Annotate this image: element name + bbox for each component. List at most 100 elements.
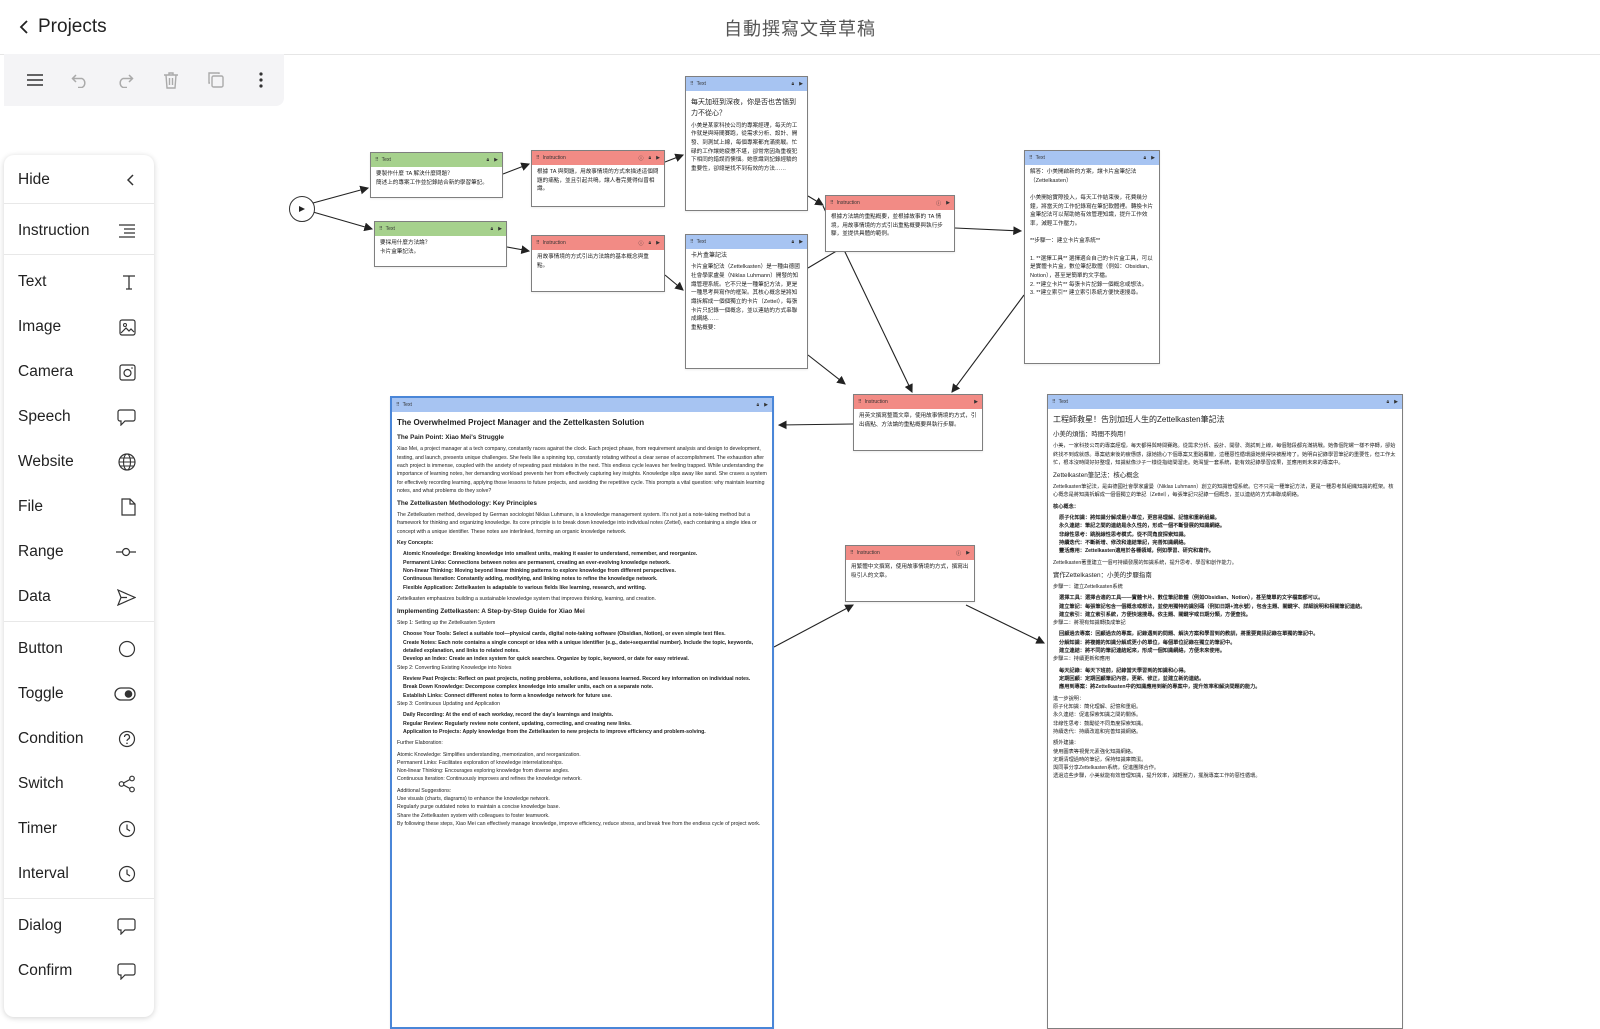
palette-condition[interactable]: Condition: [4, 721, 154, 757]
step-heading: Step 1: Setting up the Zettelkasten Syst…: [397, 620, 496, 627]
palette-toggle[interactable]: Toggle: [4, 676, 154, 712]
info-icon[interactable]: ⓘ: [956, 550, 962, 557]
drag-handle-icon[interactable]: ⠿: [375, 157, 379, 163]
palette-file[interactable]: File: [4, 489, 154, 525]
palette-interval[interactable]: Interval: [4, 856, 154, 892]
run-icon[interactable]: ▶: [966, 550, 970, 556]
circle-icon: [118, 640, 136, 658]
info-icon[interactable]: ⓘ: [638, 155, 644, 162]
list-item: Non-linear Thinking: Moving beyond linea…: [403, 567, 676, 574]
lock-icon[interactable]: 🔒︎: [791, 81, 795, 87]
drag-handle-icon[interactable]: ⠿: [536, 155, 540, 161]
run-icon[interactable]: ▶: [656, 240, 660, 246]
run-icon[interactable]: ▶: [498, 226, 502, 232]
edge-doc-en-instr-e: [773, 604, 854, 648]
palette-data[interactable]: Data: [4, 579, 154, 615]
lock-icon[interactable]: 🔒︎: [1386, 399, 1390, 405]
palette-image[interactable]: Image: [4, 309, 154, 345]
drag-handle-icon[interactable]: ⠿: [690, 239, 694, 245]
drag-handle-icon[interactable]: ⠿: [690, 81, 694, 87]
more-options-button[interactable]: [239, 60, 284, 100]
lock-icon[interactable]: 🔒︎: [648, 240, 652, 246]
text-node-english-article-output[interactable]: ⠿Text 🔒︎▶ The Overwhelmed Project Manage…: [390, 396, 774, 1029]
text-node-method-summary[interactable]: ⠿Text 🔒︎▶ 卡片盒筆記法卡片盒筆記法（Zettelkasten）是一種由…: [685, 234, 808, 369]
palette-item-label: Condition: [18, 730, 84, 747]
palette-timer[interactable]: Timer: [4, 811, 154, 847]
node-content[interactable]: 要採用什麼方法論？ 卡片盒筆記法。: [380, 240, 431, 255]
info-icon[interactable]: ⓘ: [638, 240, 644, 247]
palette-confirm[interactable]: Confirm: [4, 953, 154, 989]
palette-instruction[interactable]: Instruction: [4, 213, 154, 249]
node-content[interactable]: 卡片盒筆記法卡片盒筆記法（Zettelkasten）是一種由德國社會學家盧曼（N…: [686, 249, 807, 336]
duplicate-button[interactable]: [193, 60, 238, 100]
palette-switch[interactable]: Switch: [4, 766, 154, 802]
delete-button[interactable]: [148, 60, 193, 100]
palette-camera[interactable]: Camera: [4, 354, 154, 390]
run-icon[interactable]: ▶: [946, 200, 950, 206]
drag-handle-icon[interactable]: ⠿: [850, 550, 854, 556]
instruction-node-chinese-article[interactable]: ⠿Instruction ⓘ▶ 用繁體中文撰寫，使用故事情境的方式，撰寫出吸引人…: [845, 545, 975, 602]
node-content[interactable]: 用故事情境的方式引出方法論的基本概念與重點。: [537, 254, 649, 269]
run-icon[interactable]: ▶: [974, 399, 978, 405]
drag-handle-icon[interactable]: ⠿: [396, 402, 400, 408]
node-type-label: Text: [1058, 399, 1068, 405]
node-content[interactable]: 每天加班到深夜，你是否也苦惱到力不從心？小美是某家科技公司的專案經理，每天的工作…: [686, 91, 807, 177]
top-bar: Projects 自動撰寫文章草稿: [0, 0, 1600, 55]
drag-handle-icon[interactable]: ⠿: [1052, 399, 1056, 405]
palette-range[interactable]: Range: [4, 534, 154, 570]
text-node-problem[interactable]: ⠿Text 🔒︎▶ 要製作什麼 TA 解決什麼問題？ 簡述上的專案工作並記錄結合…: [370, 152, 503, 198]
redo-button[interactable]: [103, 60, 148, 100]
node-content[interactable]: 用英文撰寫整篇文章，使用故事情境的方式，引出痛點、方法論的重點概要與執行步驟。: [859, 413, 977, 428]
palette-speech[interactable]: Speech: [4, 399, 154, 435]
article-content[interactable]: 工程師救星！告別加班人生的Zettelkasten筆記法 小美的煩惱：時間不夠用…: [1048, 409, 1402, 787]
run-icon[interactable]: ▶: [1151, 155, 1155, 161]
node-content[interactable]: 根據方法論的重點概要，並根據故事的 TA 情境，用故事情境的方式引出重點概要與執…: [831, 214, 943, 238]
lock-icon[interactable]: 🔒︎: [490, 226, 494, 232]
lock-icon[interactable]: 🔒︎: [756, 402, 760, 408]
drag-handle-icon[interactable]: ⠿: [379, 226, 383, 232]
palette-dialog[interactable]: Dialog: [4, 908, 154, 944]
lock-icon[interactable]: 🔒︎: [1143, 155, 1147, 161]
article-title: 工程師救星！告別加班人生的Zettelkasten筆記法: [1053, 415, 1225, 424]
drag-handle-icon[interactable]: ⠿: [1029, 155, 1033, 161]
undo-button[interactable]: [57, 60, 102, 100]
palette-text[interactable]: Text: [4, 264, 154, 300]
node-content[interactable]: 用繁體中文撰寫，使用故事情境的方式，撰寫出吸引人的文章。: [851, 564, 969, 579]
instruction-node-concept[interactable]: ⠿Instruction ⓘ🔒︎▶ 用故事情境的方式引出方法論的基本概念與重點。: [531, 235, 665, 292]
node-content[interactable]: 解答：小美開啟新的方案，讓卡片盒筆記法（Zettelkasten） 小美開始實際…: [1030, 169, 1154, 297]
palette-item-label: Switch: [18, 775, 64, 792]
lock-icon[interactable]: 🔒︎: [791, 239, 795, 245]
node-content[interactable]: 要製作什麼 TA 解決什麼問題？ 簡述上的專案工作並記錄結合新的學習筆記。: [376, 171, 488, 186]
text-node-method[interactable]: ⠿Text 🔒︎▶ 要採用什麼方法論？ 卡片盒筆記法。: [374, 221, 507, 267]
section-paragraph: The Zettelkasten method, developed by Ge…: [397, 512, 757, 535]
run-icon[interactable]: ▶: [1394, 399, 1398, 405]
instruction-node-steps[interactable]: ⠿Instruction ⓘ▶ 根據方法論的重點概要，並根據故事的 TA 情境，…: [825, 195, 955, 252]
menu-button[interactable]: [12, 60, 57, 100]
lock-icon[interactable]: 🔒︎: [648, 155, 652, 161]
text-node-story[interactable]: ⠿Text 🔒︎▶ 每天加班到深夜，你是否也苦惱到力不從心？小美是某家科技公司的…: [685, 76, 808, 211]
drag-handle-icon[interactable]: ⠿: [858, 399, 862, 405]
text-node-chinese-article-output[interactable]: ⠿Text 🔒︎ ▶ 工程師救星！告別加班人生的Zettelkasten筆記法 小…: [1047, 394, 1403, 1029]
lock-icon[interactable]: 🔒︎: [486, 157, 490, 163]
instruction-node-pain-point[interactable]: ⠿Instruction ⓘ🔒︎▶ 根據 TA 與問題，用故事情境的方式來描述這…: [531, 150, 665, 207]
run-icon[interactable]: ▶: [764, 402, 768, 408]
node-content[interactable]: 根據 TA 與問題，用故事情境的方式來描述這個問題的痛點，並且引起共鳴，讓人看完…: [537, 169, 659, 193]
article-content[interactable]: The Overwhelmed Project Manager and the …: [392, 412, 772, 834]
run-icon[interactable]: ▶: [799, 81, 803, 87]
palette-website[interactable]: Website: [4, 444, 154, 480]
info-icon[interactable]: ⓘ: [936, 200, 942, 207]
text-node-steps-output[interactable]: ⠿Text 🔒︎▶ 解答：小美開啟新的方案，讓卡片盒筆記法（Zettelkast…: [1024, 150, 1160, 364]
run-icon[interactable]: ▶: [656, 155, 660, 161]
palette-button[interactable]: Button: [4, 631, 154, 667]
list-item: Develop an Index: Create an index system…: [403, 656, 689, 663]
drag-handle-icon[interactable]: ⠿: [830, 200, 834, 206]
drag-handle-icon[interactable]: ⠿: [536, 240, 540, 246]
run-icon[interactable]: ▶: [799, 239, 803, 245]
run-icon[interactable]: ▶: [494, 157, 498, 163]
start-node[interactable]: [289, 196, 315, 222]
instruction-node-english-article[interactable]: ⠿Instruction ▶ 用英文撰寫整篇文章，使用故事情境的方式，引出痛點、…: [853, 394, 983, 451]
palette-hide[interactable]: Hide: [4, 162, 154, 198]
back-to-projects-button[interactable]: Projects: [18, 14, 107, 40]
section-paragraph: Zettelkasten emphasizes building a susta…: [397, 595, 656, 602]
